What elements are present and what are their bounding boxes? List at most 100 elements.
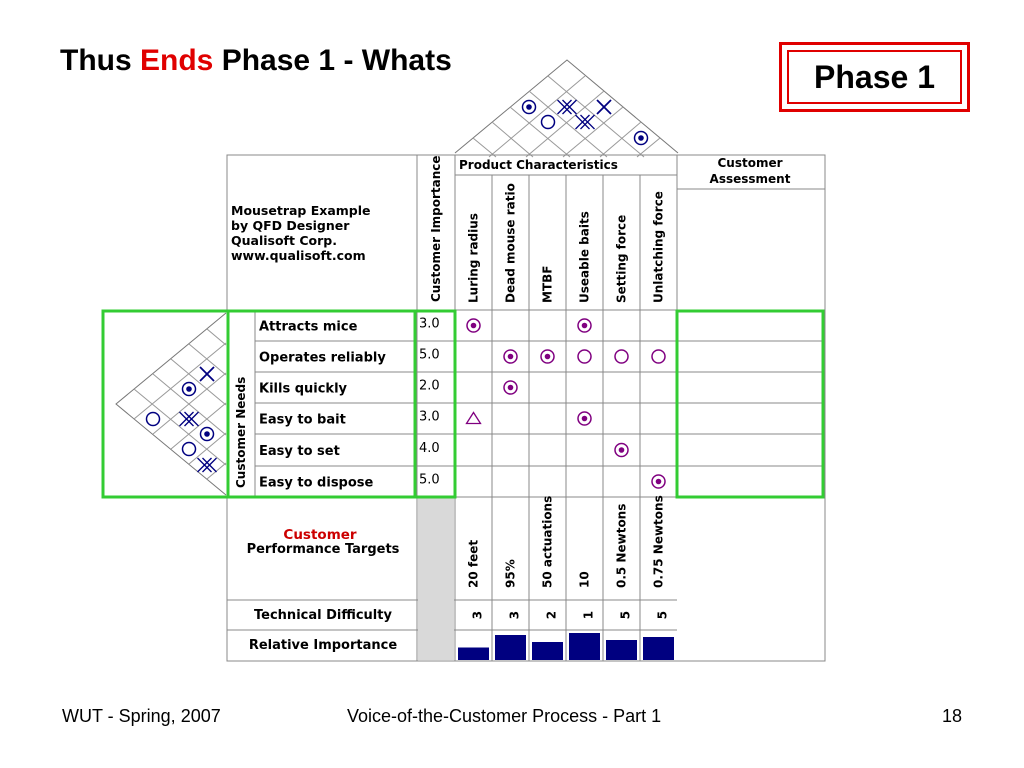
relationship-medium-symbol [651, 349, 666, 364]
technical-difficulty-value: 5 [619, 611, 633, 619]
need-importance: 5.0 [419, 348, 440, 363]
technical-difficulty-label: Technical Difficulty [254, 608, 392, 623]
relative-importance-bars [458, 633, 674, 660]
technical-difficulty-value: 3 [508, 611, 522, 619]
relationship-strong-symbol [577, 411, 592, 426]
characteristic-header: MTBF [541, 266, 555, 303]
side-medium-symbol [181, 441, 197, 457]
customer-importance-header: Customer Importance [429, 155, 443, 302]
needs-correlation-wing [115, 312, 227, 496]
footer-center: Voice-of-the-Customer Process - Part 1 [347, 706, 662, 726]
performance-target: 0.75 Newtons [652, 495, 666, 588]
footer-page-number: 18 [942, 706, 963, 726]
targets-label-red: Customer [283, 527, 357, 543]
example-line-1: Mousetrap Example [231, 203, 371, 218]
title-highlight: Ends [140, 44, 214, 77]
performance-target: 10 [578, 571, 592, 588]
need-label: Attracts mice [259, 320, 358, 335]
side-strong-symbol [181, 381, 197, 397]
side-negative-symbol [199, 366, 215, 382]
phase-badge: Phase 1 [779, 42, 970, 112]
need-importance: 5.0 [419, 473, 440, 488]
relationship-strong-symbol [614, 442, 629, 458]
targets-label: Performance Targets [247, 542, 400, 557]
need-label: Operates reliably [259, 351, 386, 366]
roof-strong-symbol [521, 99, 537, 115]
relationship-strong-symbol [466, 318, 481, 333]
highlight-frames [101, 309, 825, 499]
roof-strong-negative-symbol [557, 99, 577, 115]
characteristic-header: Useable baits [578, 211, 592, 303]
correlation-roof [454, 59, 679, 158]
relationship-strong-symbol [651, 474, 666, 489]
title-suffix: Phase 1 - Whats [213, 44, 452, 77]
side-strong-negative-symbol [197, 457, 217, 473]
relationship-symbols [465, 318, 666, 489]
relative-importance-label: Relative Importance [249, 638, 398, 653]
highlight-assessment [675, 309, 825, 499]
roof-medium-symbol [540, 114, 556, 130]
example-line-2: by QFD Designer [231, 218, 350, 233]
relative-importance-bar [643, 637, 674, 660]
characteristic-header: Unlatching force [652, 191, 666, 303]
roof-strong-symbol [633, 130, 649, 146]
slide-title: Thus Ends Phase 1 - Whats [60, 44, 452, 78]
title-prefix: Thus [60, 44, 140, 77]
relative-importance-bar [532, 642, 563, 660]
characteristic-header: Setting force [615, 215, 629, 303]
relationship-medium-symbol [614, 349, 629, 364]
example-credit: Mousetrap Example by QFD Designer Qualis… [231, 203, 371, 263]
technical-difficulty-value: 1 [582, 611, 596, 619]
highlight-needs [226, 309, 417, 499]
need-importance: 2.0 [419, 379, 440, 394]
relative-importance-bar [606, 640, 637, 660]
relative-importance-bar [569, 633, 600, 660]
product-characteristics-header: Product Characteristics [459, 158, 618, 172]
technical-difficulty-values: 3 3 2 1 5 5 [471, 611, 670, 619]
relative-importance-bar [458, 647, 489, 660]
performance-target: 20 feet [467, 540, 481, 588]
relative-importance-bar [495, 635, 526, 660]
performance-target: 0.5 Newtons [615, 504, 629, 588]
need-label: Easy to bait [259, 413, 346, 428]
assessment-header-line-1: Customer [717, 156, 782, 170]
phase-badge-label: Phase 1 [787, 50, 962, 104]
side-strong-symbol [199, 426, 215, 442]
matrix-grid [255, 175, 825, 661]
performance-target: 95% [504, 559, 518, 588]
side-symbols [145, 366, 217, 473]
side-strong-negative-symbol [179, 411, 199, 427]
highlight-importance [413, 309, 457, 499]
need-label: Kills quickly [259, 382, 348, 397]
example-line-3: Qualisoft Corp. [231, 233, 337, 248]
roof-negative-symbol [596, 99, 612, 115]
roof-strong-negative-symbol [575, 114, 595, 130]
technical-difficulty-value: 2 [545, 611, 559, 619]
need-importance: 3.0 [419, 410, 440, 425]
relationship-weak-symbol [465, 411, 482, 425]
customer-needs-label: Customer Needs [234, 377, 248, 488]
performance-targets: 20 feet 95% 50 actuations 10 0.5 Newtons 0.75… [467, 495, 666, 588]
relationship-medium-symbol [577, 349, 592, 364]
need-label: Easy to set [259, 444, 340, 459]
need-label: Easy to dispose [259, 476, 374, 491]
performance-target: 50 actuations [541, 496, 555, 588]
importance-shaded-cell [418, 498, 454, 660]
relationship-strong-symbol [503, 380, 518, 395]
characteristic-header: Luring radius [467, 213, 481, 303]
relationship-strong-symbol [577, 318, 592, 333]
technical-difficulty-value: 5 [656, 611, 670, 619]
need-importance: 3.0 [419, 317, 440, 332]
footer-left: WUT - Spring, 2007 [62, 706, 221, 726]
side-medium-symbol [145, 411, 161, 427]
assessment-header-line-2: Assessment [710, 172, 791, 186]
example-line-4: www.qualisoft.com [231, 248, 366, 263]
technical-difficulty-value: 3 [471, 611, 485, 619]
roof-symbols [521, 99, 649, 146]
need-importance: 4.0 [419, 441, 440, 456]
characteristic-header: Dead mouse ratio [504, 183, 518, 303]
relationship-strong-symbol [503, 349, 518, 364]
